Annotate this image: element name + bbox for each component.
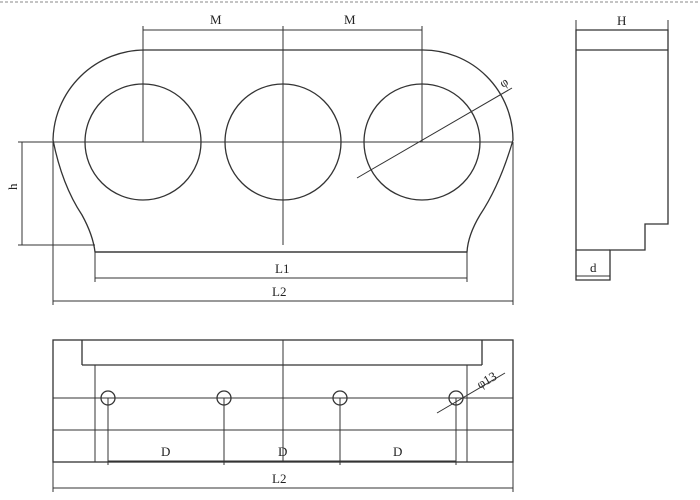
side-profile <box>575 29 669 281</box>
phi-leader-line <box>356 87 513 179</box>
l2-label-top: L2 <box>272 284 286 299</box>
bottom-view: D D D φ13 L2 <box>52 339 514 492</box>
front-view: M M φ h L1 L2 <box>5 12 514 305</box>
h-label: h <box>5 183 20 190</box>
phi13-leader-line <box>436 372 506 414</box>
l1-label: L1 <box>275 261 289 276</box>
d-label-1: D <box>161 444 170 459</box>
d-label: d <box>590 260 597 275</box>
phi13-label: φ13 <box>474 368 499 391</box>
side-view: H d <box>575 13 669 281</box>
d-label-2: D <box>278 444 287 459</box>
H-label: H <box>617 13 626 28</box>
l2-label-bottom: L2 <box>272 471 286 486</box>
d-label-3: D <box>393 444 402 459</box>
phi-label: φ <box>497 74 511 91</box>
m-label-left: M <box>210 12 222 27</box>
m-label-right: M <box>344 12 356 27</box>
